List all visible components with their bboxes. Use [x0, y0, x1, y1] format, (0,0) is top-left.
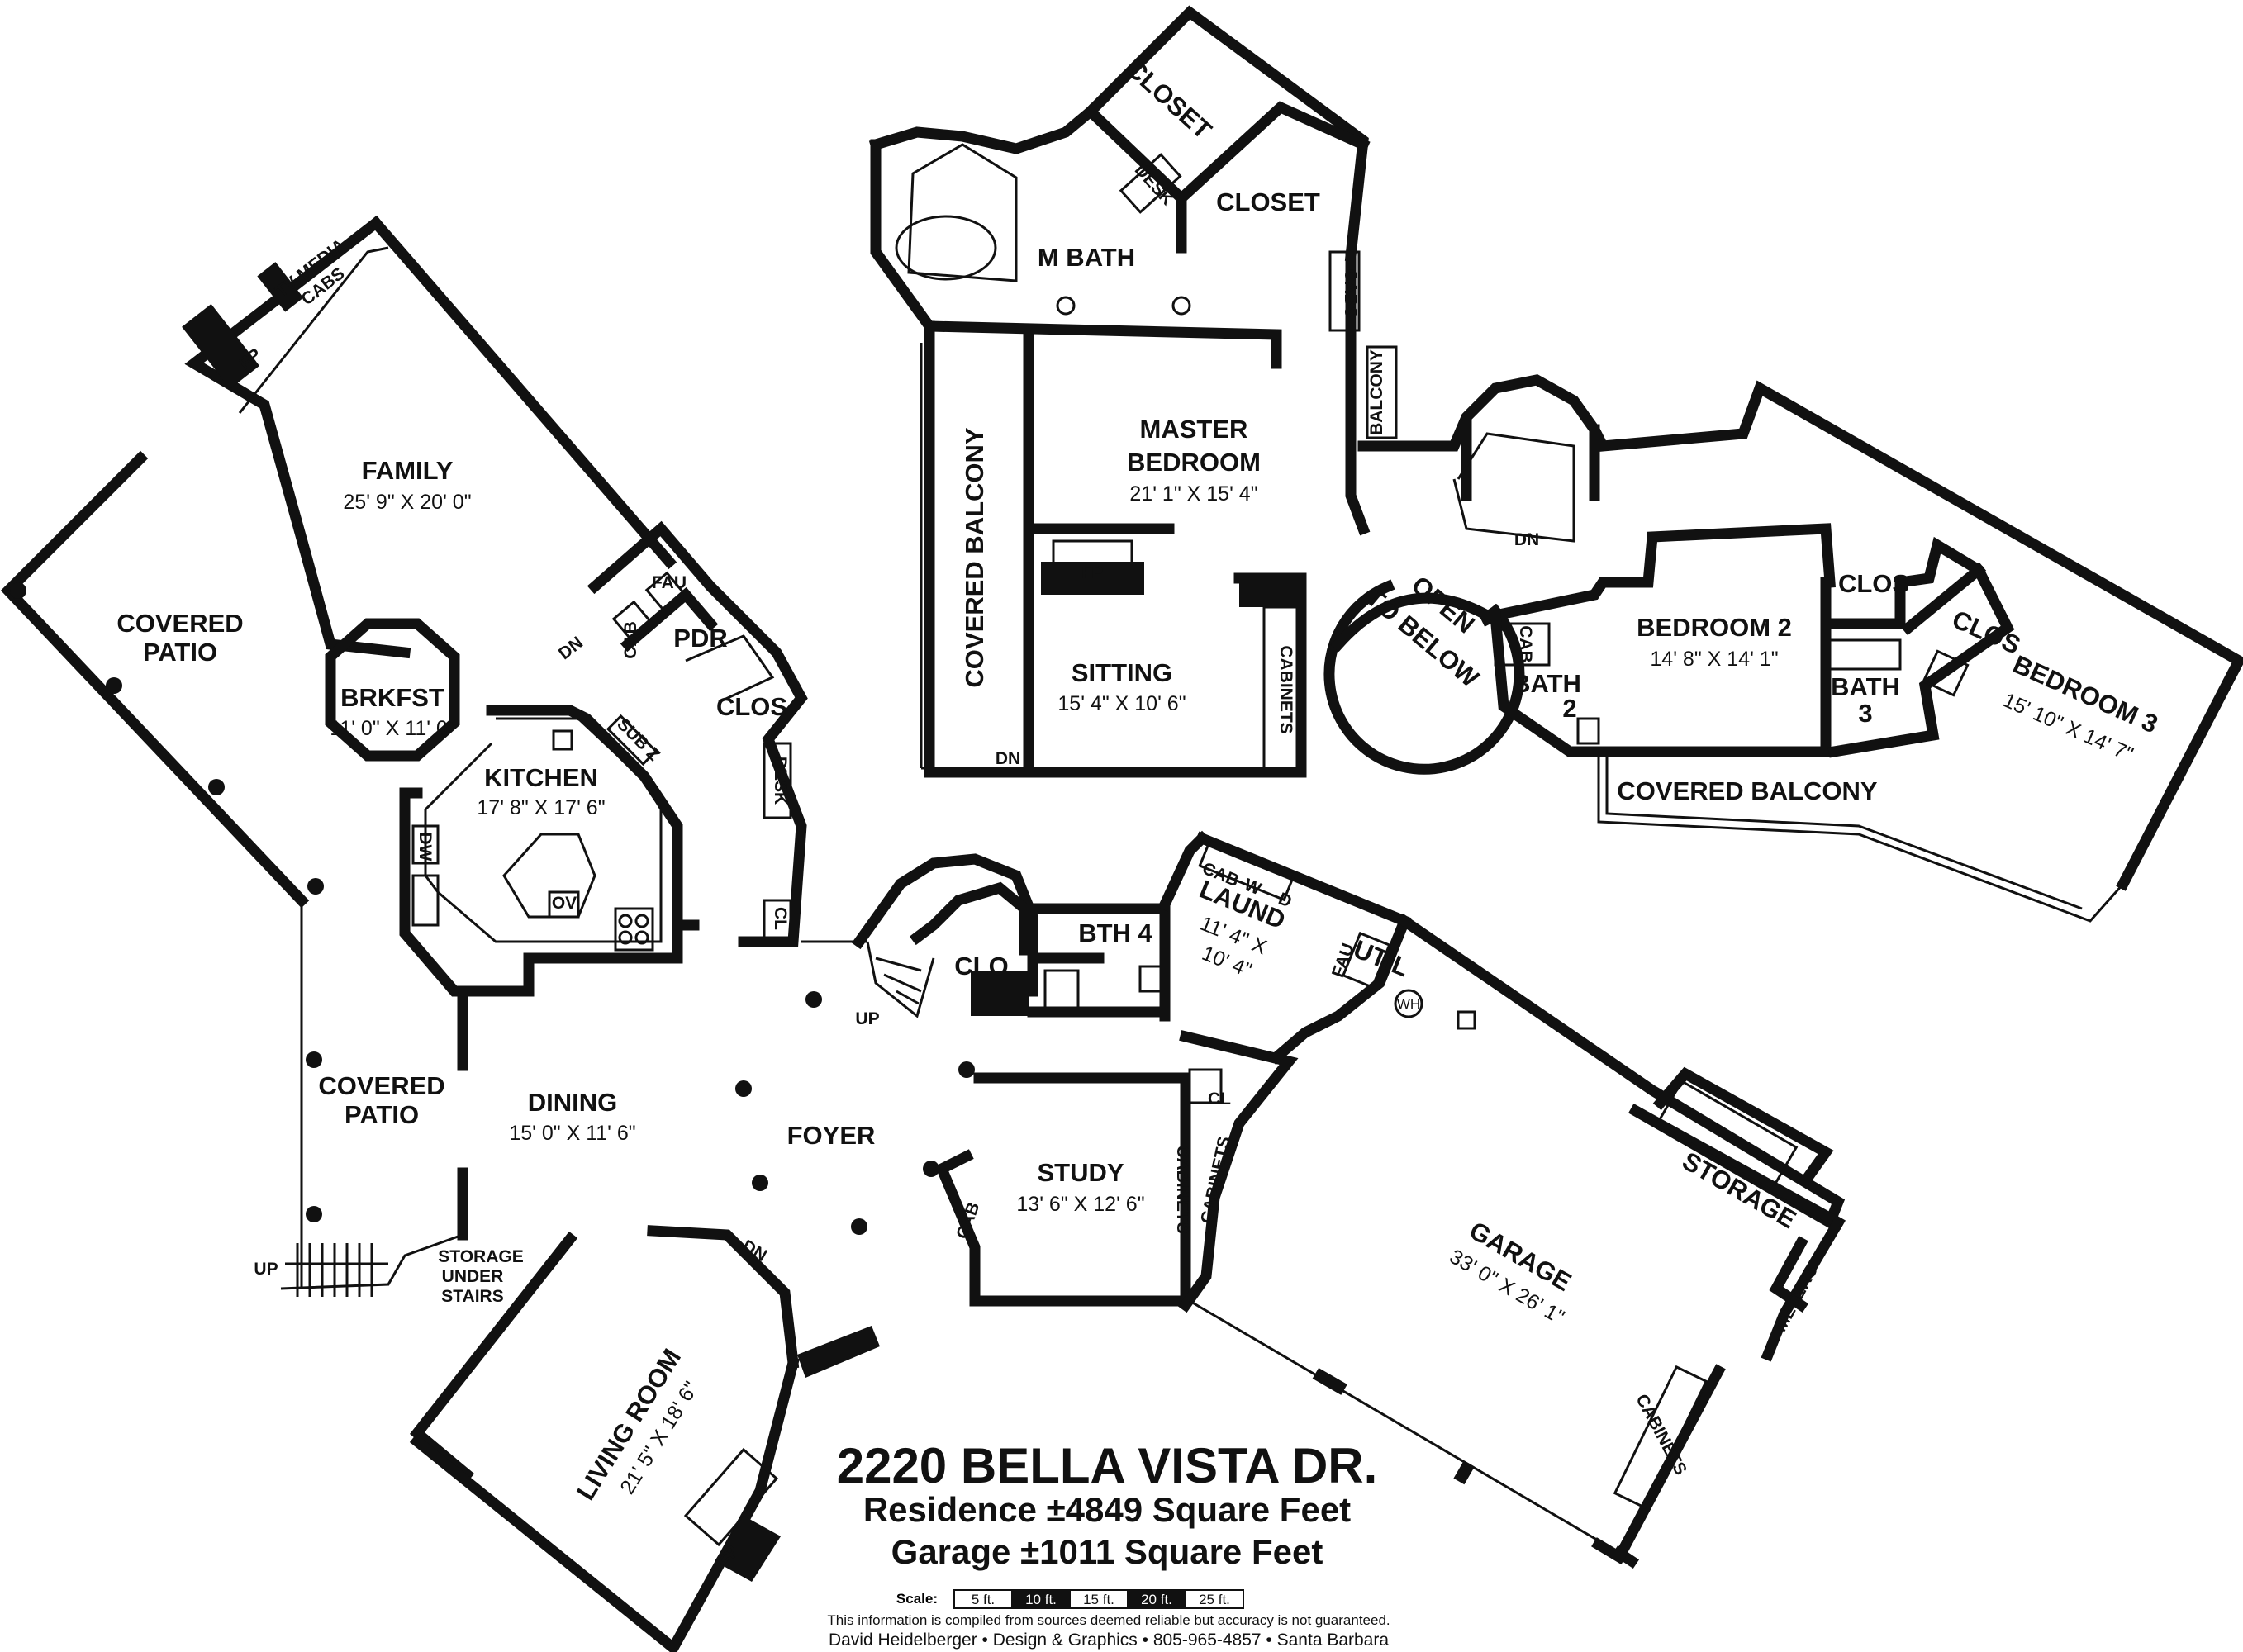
covered-balcony-label-1: COVERED BALCONY: [960, 427, 989, 688]
up-label-1: UP: [855, 1009, 879, 1028]
storage-under-label-2: UNDER: [442, 1267, 504, 1286]
study-bath-laundry: [934, 830, 1412, 1313]
kitchen-label: KITCHEN: [484, 763, 598, 792]
covered-patio-label-2b: PATIO: [345, 1100, 419, 1129]
closet-label-1: CLOSET: [1121, 54, 1218, 145]
master-dim: 21' 1" X 15' 4": [1129, 482, 1257, 506]
dn-label-2: DN: [996, 749, 1020, 768]
bath2-label-2: 2: [1562, 694, 1576, 723]
kitchen-dim: 17' 8" X 17' 6": [477, 796, 605, 819]
dn-label-1: DN: [555, 633, 587, 663]
foyer-area: [735, 853, 1038, 1235]
cabinets-study-label: CABINETS: [1173, 1145, 1192, 1233]
master-label-1: MASTER: [1140, 415, 1248, 444]
storage-under-label-3: STAIRS: [441, 1287, 503, 1306]
wh-label: WH: [1397, 996, 1420, 1012]
dining-living: [280, 994, 880, 1652]
garage: [1189, 913, 1846, 1569]
covered-patio-label-2a: COVERED: [318, 1071, 444, 1100]
scale-bar: Scale: 5 ft. 10 ft. 15 ft. 20 ft. 25 ft.: [896, 1589, 1244, 1609]
scale-tick-3: 15 ft.: [1083, 1592, 1114, 1607]
ov-label: OV: [552, 894, 577, 913]
balcony-label: BALCONY: [1367, 349, 1386, 435]
scale-label: Scale:: [896, 1591, 938, 1607]
bth4-label: BTH 4: [1078, 919, 1152, 947]
covered-patio-label-1b: PATIO: [143, 638, 217, 667]
kitchen-area: [325, 618, 700, 997]
covered-balcony-label-2: COVERED BALCONY: [1617, 776, 1878, 805]
bath3-label-1: BATH: [1831, 672, 1900, 701]
bedrooms-wing: [1323, 374, 2243, 923]
cabs-label: CABS: [1341, 268, 1360, 318]
family-label: FAMILY: [362, 456, 454, 485]
scale-tick-4: 20 ft.: [1141, 1592, 1172, 1607]
family-dim: 25' 9" X 20' 0": [343, 491, 471, 514]
clos-label-3: CLOS: [716, 692, 787, 721]
bath2-label-1: BATH: [1512, 669, 1581, 698]
m-bath-label: M BATH: [1038, 243, 1135, 272]
bath3-label-2: 3: [1858, 699, 1872, 728]
address-title: 2220 BELLA VISTA DR.: [837, 1438, 1378, 1493]
garage-sqft: Garage ±1011 Square Feet: [891, 1532, 1323, 1571]
brkfst-dim: 11' 0" X 11' 0": [330, 717, 454, 740]
desk-label: DESK: [771, 757, 790, 805]
clo-label: CLO: [954, 952, 1008, 980]
brkfst-label: BRKFST: [340, 683, 444, 712]
bedroom2-label: BEDROOM 2: [1637, 613, 1792, 642]
dn-label-3: DN: [1514, 530, 1539, 549]
dn-label-4: DN: [739, 1237, 770, 1265]
fp-master-label: FP: [1081, 563, 1104, 582]
master-suite: [868, 5, 1398, 778]
scale-tick-1: 5 ft.: [972, 1592, 995, 1607]
pdr-label: PDR: [673, 624, 727, 653]
bedroom2-dim: 14' 8" X 14' 1": [1650, 648, 1778, 671]
closet-label-2: CLOSET: [1216, 188, 1320, 216]
credit-line: David Heidelberger • Design & Graphics •…: [829, 1631, 1389, 1650]
dw-label: DW: [416, 833, 435, 862]
disclaimer: This information is compiled from source…: [827, 1612, 1390, 1628]
scale-tick-2: 10 ft.: [1025, 1592, 1057, 1607]
title-block: 2220 BELLA VISTA DR. Residence ±4849 Squ…: [827, 1438, 1390, 1650]
covered-patio-label-1a: COVERED: [116, 609, 243, 638]
pdr-corridor: [587, 520, 808, 947]
residence-sqft: Residence ±4849 Square Feet: [863, 1490, 1351, 1529]
master-label-2: BEDROOM: [1127, 448, 1261, 477]
up-label-2: UP: [254, 1260, 278, 1279]
cl-label-1: CL: [771, 907, 790, 930]
cl-label-2: CL: [1208, 1089, 1231, 1108]
cab-bath2-label: CAB: [1516, 625, 1535, 663]
meters-label: METERS: [1771, 1262, 1822, 1335]
cab-kitchen-label: CAB: [621, 621, 640, 659]
sitting-dim: 15' 4" X 10' 6": [1057, 692, 1186, 715]
study-dim: 13' 6" X 12' 6": [1016, 1193, 1144, 1216]
storage-under-label-1: STORAGE: [438, 1247, 523, 1266]
study-label: STUDY: [1037, 1158, 1124, 1187]
water-heater-icon: [1394, 989, 1423, 1018]
cabinets-sitting-label: CABINETS: [1276, 645, 1295, 733]
scale-tick-5: 25 ft.: [1199, 1592, 1230, 1607]
clos-label-1: CLOS: [1838, 569, 1909, 598]
cabinets-garage-label: CABINETS: [1197, 1135, 1234, 1226]
sitting-label: SITTING: [1072, 658, 1172, 687]
patio-stairs: [296, 1243, 373, 1297]
fau-label: FAU: [652, 573, 687, 592]
dining-dim: 15' 0" X 11' 6": [509, 1122, 635, 1145]
dining-label: DINING: [528, 1088, 618, 1117]
clos-label-2: CLOS: [1948, 605, 2025, 660]
foyer-label: FOYER: [787, 1121, 876, 1150]
